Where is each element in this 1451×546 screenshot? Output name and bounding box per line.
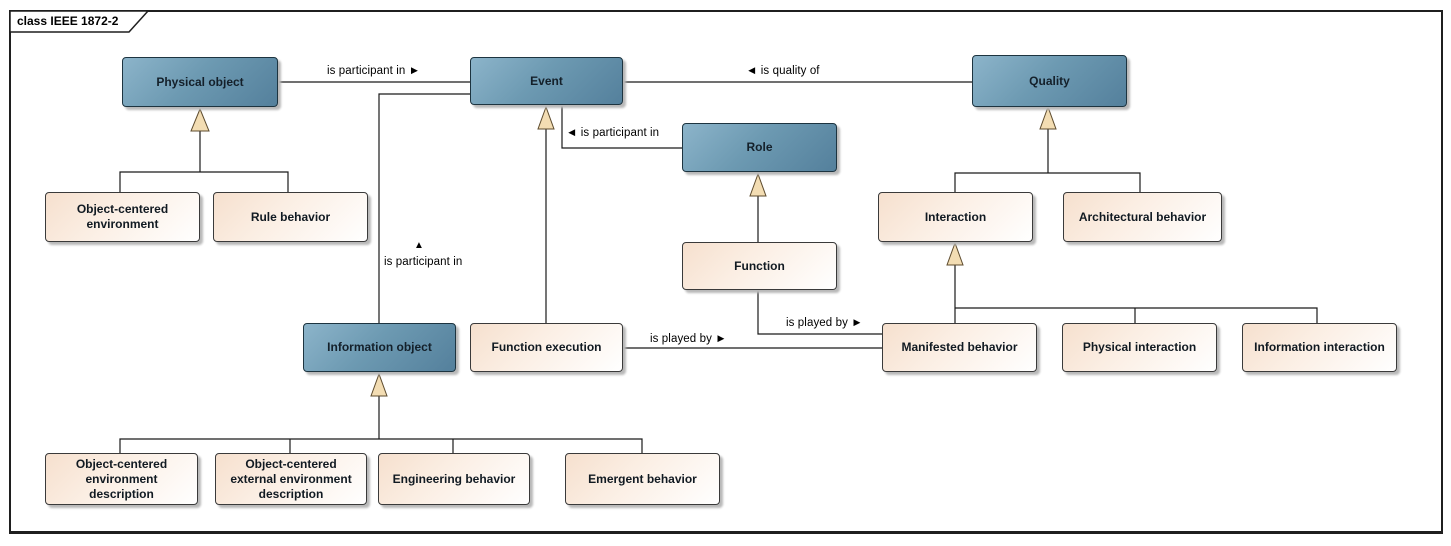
- edge-label-is-participant-in-right: is participant in ►: [327, 65, 421, 77]
- class-label: Object-centered environment description: [75, 456, 168, 501]
- edge-generalization-information-object-children: [119, 396, 643, 453]
- generalization-arrow-event-icon: [537, 105, 555, 130]
- class-label: Emergent behavior: [588, 471, 697, 486]
- class-box-event[interactable]: Event: [470, 57, 623, 105]
- generalization-arrow-information-object-icon: [370, 372, 388, 397]
- class-box-interaction[interactable]: Interaction: [878, 192, 1033, 242]
- class-box-manifested-behavior[interactable]: Manifested behavior: [882, 323, 1037, 372]
- class-box-information-interaction[interactable]: Information interaction: [1242, 323, 1397, 372]
- class-label: Object-centered environment: [76, 202, 169, 231]
- class-box-engineering-behavior[interactable]: Engineering behavior: [378, 453, 530, 505]
- class-label: Information interaction: [1254, 340, 1385, 354]
- class-box-object-centered-environment-description[interactable]: Object-centered environment description: [45, 453, 198, 505]
- class-label: Engineering behavior: [392, 471, 516, 486]
- class-label: Information object: [327, 340, 432, 354]
- edge-label-is-played-by-function: is played by ►: [786, 317, 863, 329]
- edge-generalization-quality-children: [954, 129, 1141, 192]
- edge-function-manifested-behavior: [757, 290, 882, 335]
- edge-label-is-participant-in-left: ◄ is participant in: [566, 127, 660, 139]
- class-box-physical-object[interactable]: Physical object: [122, 57, 278, 107]
- class-label: Physical interaction: [1082, 340, 1197, 354]
- class-label: Rule behavior: [250, 209, 331, 224]
- class-label: Interaction: [924, 209, 987, 224]
- class-label: Function execution: [491, 340, 602, 354]
- class-box-object-centered-environment[interactable]: Object-centered environment: [45, 192, 200, 242]
- diagram-tab-title: class IEEE 1872-2: [17, 14, 119, 28]
- class-label: Manifested behavior: [901, 340, 1018, 354]
- class-box-quality[interactable]: Quality: [972, 55, 1127, 107]
- class-label: Event: [530, 73, 563, 88]
- class-box-physical-interaction[interactable]: Physical interaction: [1062, 323, 1217, 372]
- class-box-role[interactable]: Role: [682, 123, 837, 172]
- class-box-rule-behavior[interactable]: Rule behavior: [213, 192, 368, 242]
- direction-arrow-up-icon: ▲: [414, 240, 424, 251]
- class-label: Function: [734, 258, 785, 273]
- class-label: Role: [746, 140, 773, 154]
- class-box-function-execution[interactable]: Function execution: [470, 323, 623, 372]
- edge-label-is-participant-in-up: is participant in: [384, 256, 463, 268]
- generalization-arrow-quality-icon: [1039, 105, 1057, 130]
- class-box-emergent-behavior[interactable]: Emergent behavior: [565, 453, 720, 505]
- class-box-function[interactable]: Function: [682, 242, 837, 290]
- edge-label-is-played-by-function-execution: is played by ►: [650, 333, 727, 345]
- class-label: Quality: [1029, 73, 1070, 88]
- class-box-architectural-behavior[interactable]: Architectural behavior: [1063, 192, 1222, 242]
- edge-label-is-quality-of: ◄ is quality of: [746, 65, 820, 77]
- generalization-arrow-role-icon: [749, 172, 767, 197]
- generalization-arrow-interaction-icon: [946, 241, 964, 266]
- class-box-information-object[interactable]: Information object: [303, 323, 456, 372]
- edge-event-role: [561, 105, 682, 149]
- class-label: Architectural behavior: [1078, 209, 1207, 224]
- frame-tab-shape: [9, 10, 150, 33]
- edge-generalization-interaction-children: [954, 265, 1318, 323]
- class-box-object-centered-external-environment-description[interactable]: Object-centered external environment des…: [215, 453, 367, 505]
- edge-generalization-physical-object-children: [119, 130, 289, 192]
- generalization-arrow-physical-object-icon: [190, 107, 210, 132]
- class-label: Object-centered external environment des…: [230, 456, 352, 501]
- edge-information-object-event: [378, 93, 470, 323]
- class-label: Physical object: [156, 74, 244, 89]
